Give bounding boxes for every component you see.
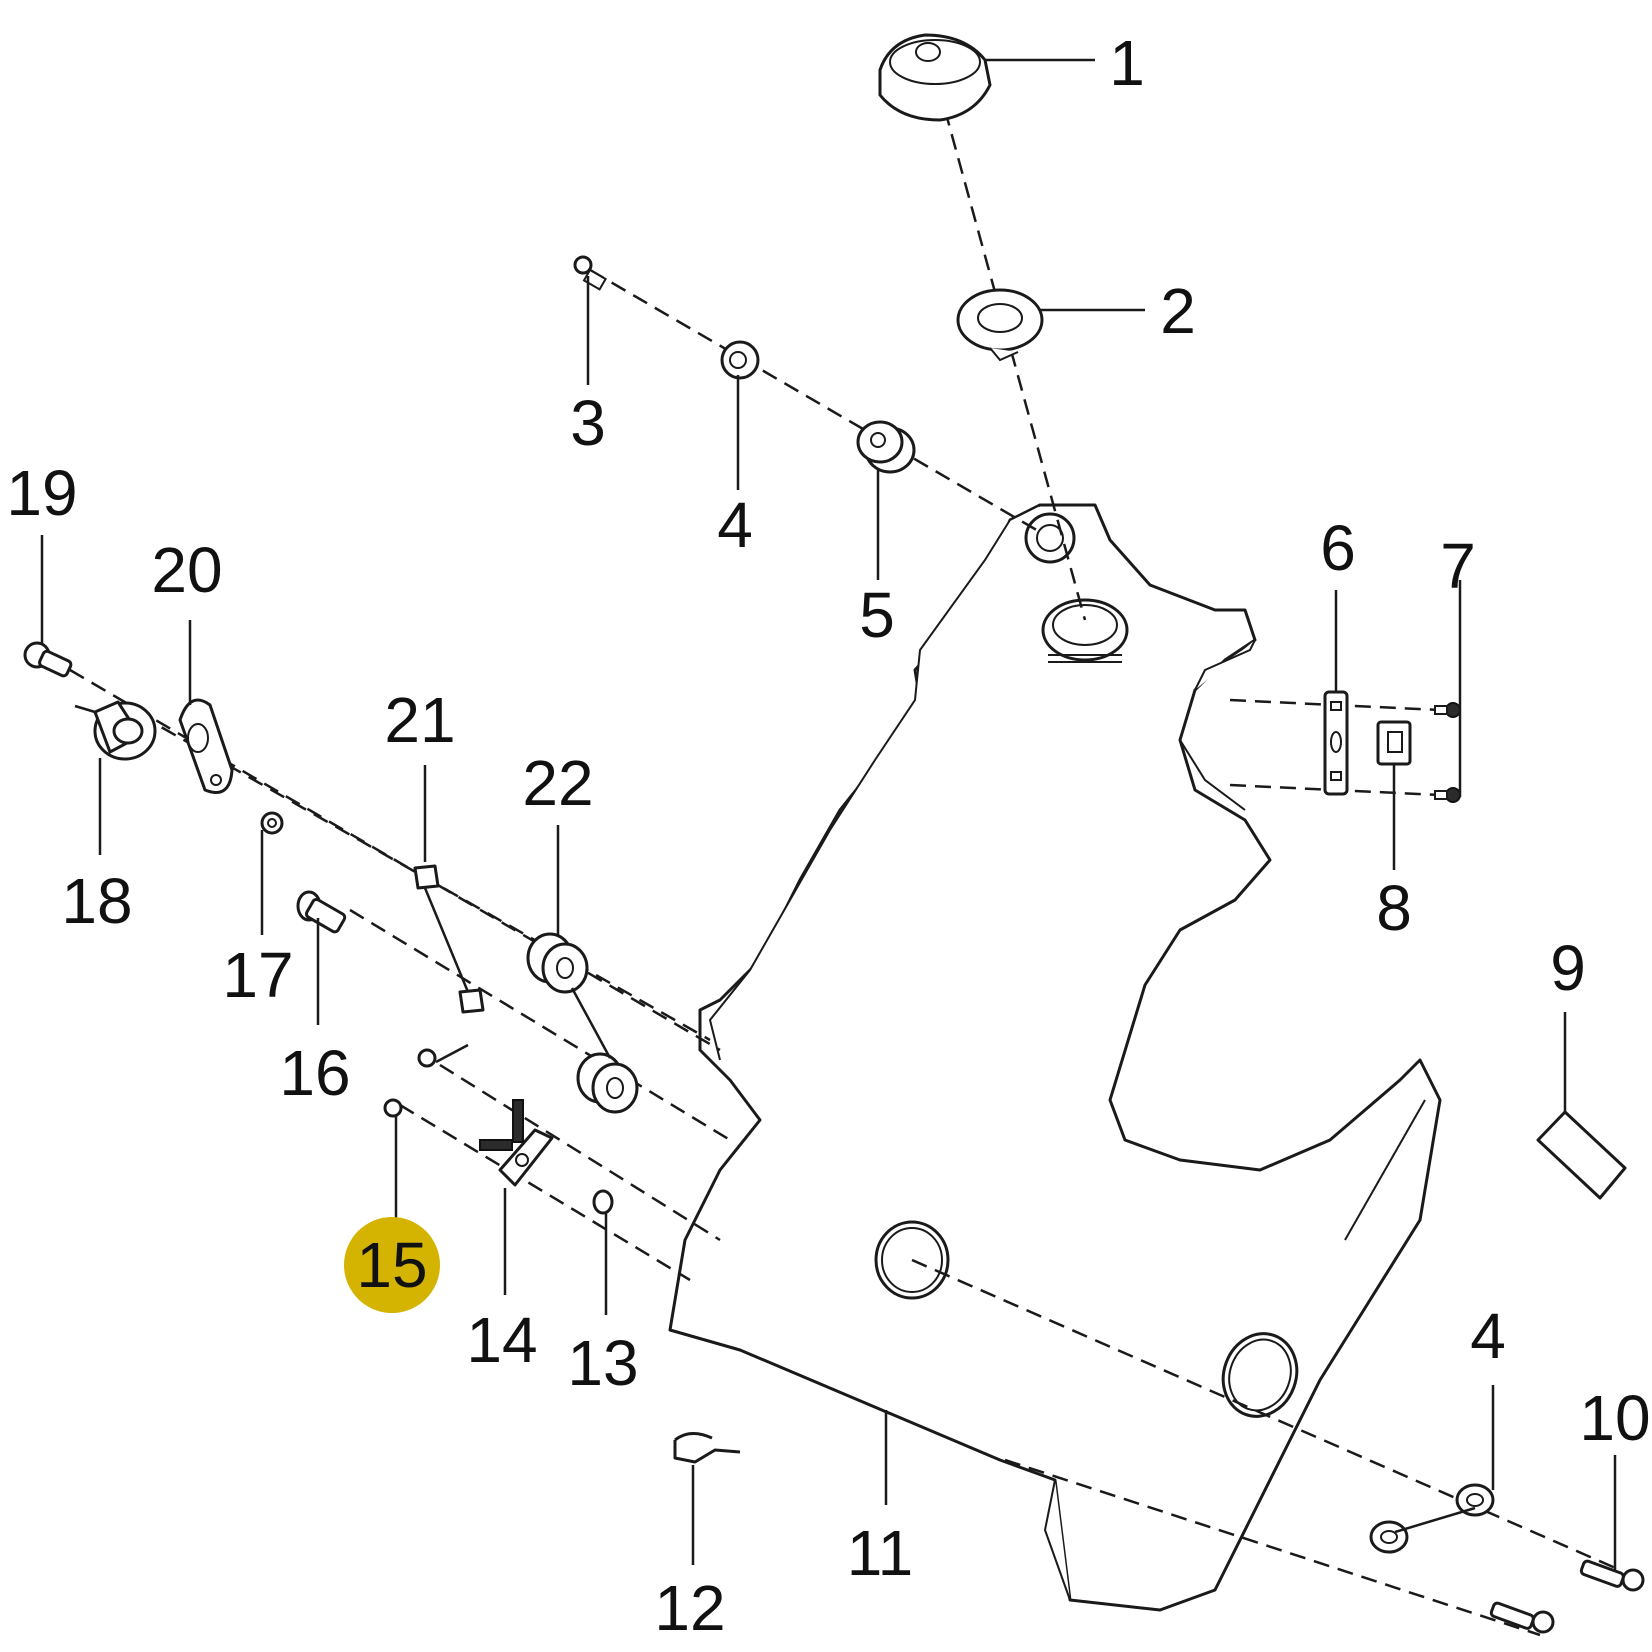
part-20-plate — [178, 698, 234, 794]
part-15-screws — [383, 1048, 437, 1118]
part-16-bolt — [296, 890, 347, 934]
callout-10: 10 — [1579, 1382, 1650, 1454]
leader-lines — [40, 58, 1617, 1570]
part-7-screws — [1434, 702, 1461, 803]
callout-21: 21 — [384, 684, 455, 756]
callout-13: 13 — [567, 1327, 638, 1399]
callout-15: 15 — [356, 1229, 427, 1301]
part-1-filler-cap — [878, 33, 992, 122]
callout-6: 6 — [1320, 512, 1356, 584]
callout-19: 19 — [6, 457, 77, 529]
callout-22: 22 — [522, 747, 593, 819]
callout-3: 3 — [570, 387, 606, 459]
callout-1: 1 — [1109, 27, 1145, 99]
part-8-clip — [1376, 720, 1412, 766]
callout-20: 20 — [151, 534, 222, 606]
part-11-side-cover — [668, 503, 1442, 1612]
callout-17: 17 — [222, 939, 293, 1011]
callout-16: 16 — [279, 1037, 350, 1109]
part-3-bolt — [573, 255, 607, 291]
part-19-bolt — [23, 641, 73, 678]
part-14-mount-bracket — [479, 1099, 554, 1187]
callout-18: 18 — [61, 865, 132, 937]
part-4-washers-bottom — [1369, 1483, 1495, 1554]
callout-4-bottom: 4 — [1470, 1300, 1506, 1372]
part-21-nuts — [413, 864, 485, 1014]
part-4-washer-top — [720, 340, 760, 380]
callout-labels: 1 2 3 4 5 6 7 8 9 10 4 11 12 13 14 15 16… — [6, 27, 1650, 1644]
highlight-badge-15 — [344, 1217, 440, 1313]
callout-7: 7 — [1440, 530, 1476, 602]
callout-9: 9 — [1550, 932, 1586, 1004]
callout-14: 14 — [466, 1304, 537, 1376]
part-12-clamp — [673, 1432, 741, 1464]
part-10-bolts — [1489, 1559, 1645, 1634]
part-13-small-washer — [592, 1189, 614, 1215]
callout-2: 2 — [1160, 275, 1196, 347]
callout-8: 8 — [1376, 872, 1412, 944]
callout-11: 11 — [847, 1517, 913, 1589]
part-9-pad — [1536, 1110, 1627, 1200]
part-2-gasket — [956, 288, 1044, 362]
part-5-grommet — [856, 420, 916, 474]
part-18-rubber-damper — [74, 700, 157, 761]
part-22-bushings — [526, 932, 639, 1114]
callout-12: 12 — [654, 1572, 725, 1644]
callout-5: 5 — [859, 579, 895, 651]
callout-4: 4 — [717, 489, 753, 561]
part-6-bracket — [1323, 690, 1349, 796]
part-17-nut — [260, 811, 284, 835]
